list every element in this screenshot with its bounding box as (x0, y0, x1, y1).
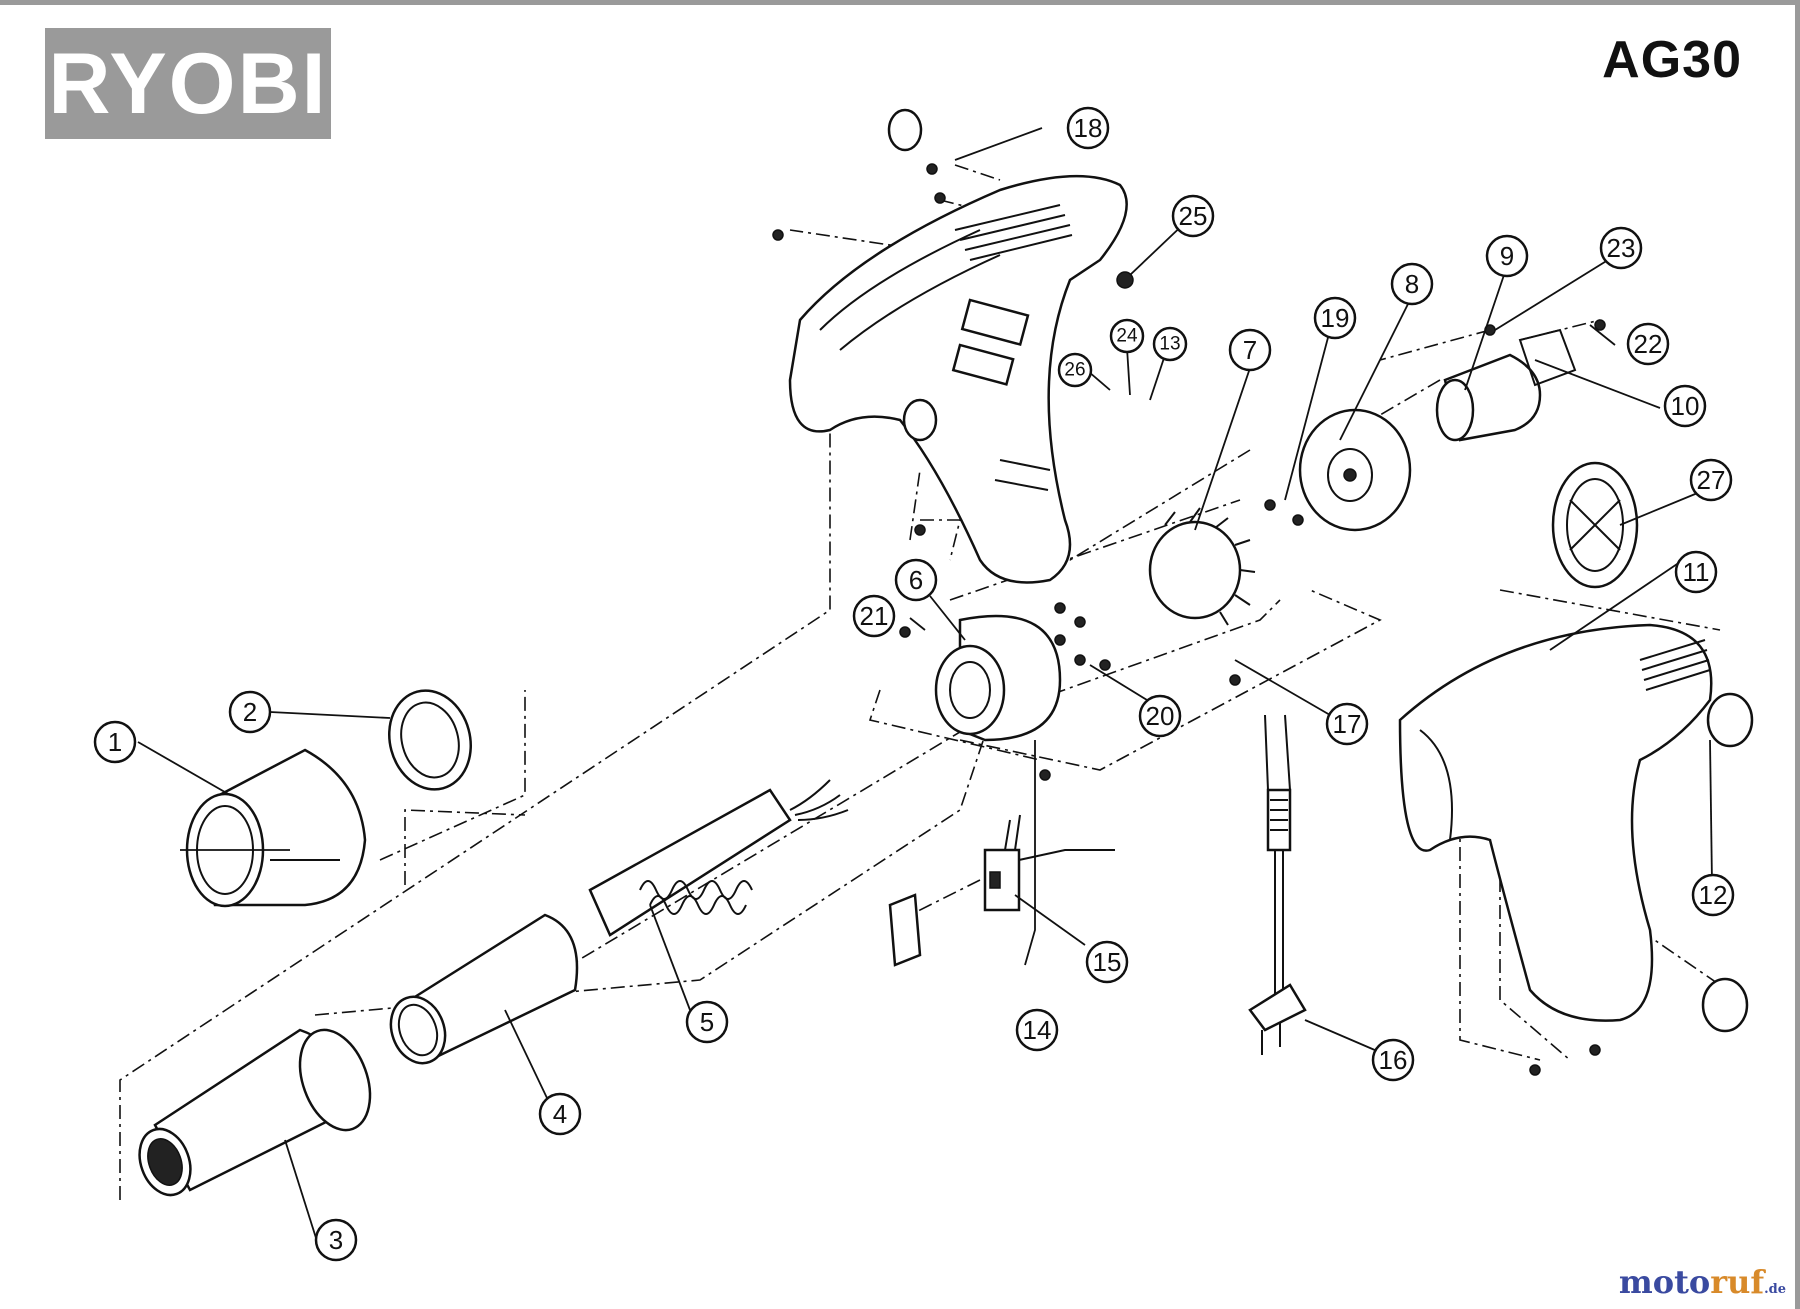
part-heating-element (588, 779, 849, 937)
part-inner-tube (389, 913, 579, 1065)
svg-text:2: 2 (243, 697, 257, 727)
leader-lines (137, 127, 1713, 1239)
callout-20: 20 (1138, 694, 1182, 738)
callout-11: 11 (1674, 550, 1718, 594)
callouts: 1 2 3 4 5 6 7 8 9 10 11 12 13 14 15 16 1… (93, 106, 1735, 1262)
part-nozzle-tube (138, 1028, 372, 1197)
svg-text:19: 19 (1321, 303, 1350, 333)
svg-text:1: 1 (108, 727, 122, 757)
part-power-cord (1248, 714, 1307, 1055)
callout-18: 18 (1066, 106, 1110, 150)
callout-9: 9 (1485, 234, 1529, 278)
svg-text:22: 22 (1634, 329, 1663, 359)
part-grille (1551, 461, 1639, 589)
callout-6: 6 (894, 558, 938, 602)
model-number: AG30 (1602, 31, 1742, 89)
part-rocker (888, 893, 922, 967)
callout-3: 3 (314, 1218, 358, 1262)
svg-text:18: 18 (1074, 113, 1103, 143)
svg-text:26: 26 (1064, 360, 1085, 381)
callout-15: 15 (1085, 940, 1129, 984)
callout-12: 12 (1691, 873, 1735, 917)
part-motor (1435, 328, 1577, 442)
watermark: motoruf.de (1619, 1263, 1786, 1301)
svg-text:24: 24 (1116, 326, 1138, 347)
watermark-part-b: ruf (1710, 1263, 1765, 1301)
watermark-part-a: moto (1618, 1263, 1711, 1301)
svg-text:6: 6 (909, 565, 923, 595)
svg-text:25: 25 (1179, 201, 1208, 231)
callout-14: 14 (1015, 1008, 1059, 1052)
callout-16: 16 (1371, 1038, 1415, 1082)
callout-1: 1 (93, 720, 137, 764)
callout-17: 17 (1325, 702, 1369, 746)
part-retaining-ring (388, 689, 472, 791)
part-foot (1701, 977, 1749, 1033)
watermark-suffix: .de (1764, 1282, 1786, 1297)
svg-text:20: 20 (1146, 701, 1175, 731)
callout-13: 13 (1152, 326, 1188, 362)
svg-text:21: 21 (860, 601, 889, 631)
part-switch (983, 814, 1115, 912)
svg-text:14: 14 (1023, 1015, 1052, 1045)
callout-27: 27 (1689, 458, 1733, 502)
part-nozzle-sleeve (180, 748, 367, 908)
svg-text:8: 8 (1405, 269, 1419, 299)
callout-4: 4 (538, 1092, 582, 1136)
svg-text:17: 17 (1333, 709, 1362, 739)
part-knob (1706, 692, 1754, 748)
svg-text:15: 15 (1093, 947, 1122, 977)
svg-text:3: 3 (329, 1225, 343, 1255)
svg-text:9: 9 (1500, 241, 1514, 271)
svg-text:27: 27 (1697, 465, 1726, 495)
callout-7: 7 (1228, 328, 1272, 372)
svg-text:23: 23 (1607, 233, 1636, 263)
svg-text:11: 11 (1683, 557, 1710, 587)
callout-22: 22 (1626, 322, 1670, 366)
part-housing-left (788, 108, 1128, 584)
ryobi-logo: RYOBI (45, 28, 331, 139)
callout-19: 19 (1313, 296, 1357, 340)
callout-26: 26 (1057, 352, 1093, 388)
callout-10: 10 (1663, 384, 1707, 428)
screws (772, 163, 1606, 1076)
part-motor-plate (1298, 408, 1412, 532)
part-housing-right (1398, 623, 1713, 1022)
svg-text:5: 5 (700, 1007, 714, 1037)
svg-text:4: 4 (553, 1099, 567, 1129)
callout-23: 23 (1599, 226, 1643, 270)
callout-2: 2 (228, 690, 272, 734)
callout-5: 5 (685, 1000, 729, 1044)
part-fan (1148, 507, 1256, 626)
callout-21: 21 (852, 594, 896, 638)
part-fan-housing (934, 614, 1062, 742)
svg-text:12: 12 (1699, 880, 1728, 910)
callout-24: 24 (1109, 318, 1145, 354)
svg-text:16: 16 (1379, 1045, 1408, 1075)
callout-25: 25 (1171, 194, 1215, 238)
callout-8: 8 (1390, 262, 1434, 306)
svg-text:13: 13 (1159, 334, 1180, 355)
svg-text:7: 7 (1243, 335, 1257, 365)
svg-text:10: 10 (1671, 391, 1700, 421)
logo-text: RYOBI (48, 35, 328, 132)
